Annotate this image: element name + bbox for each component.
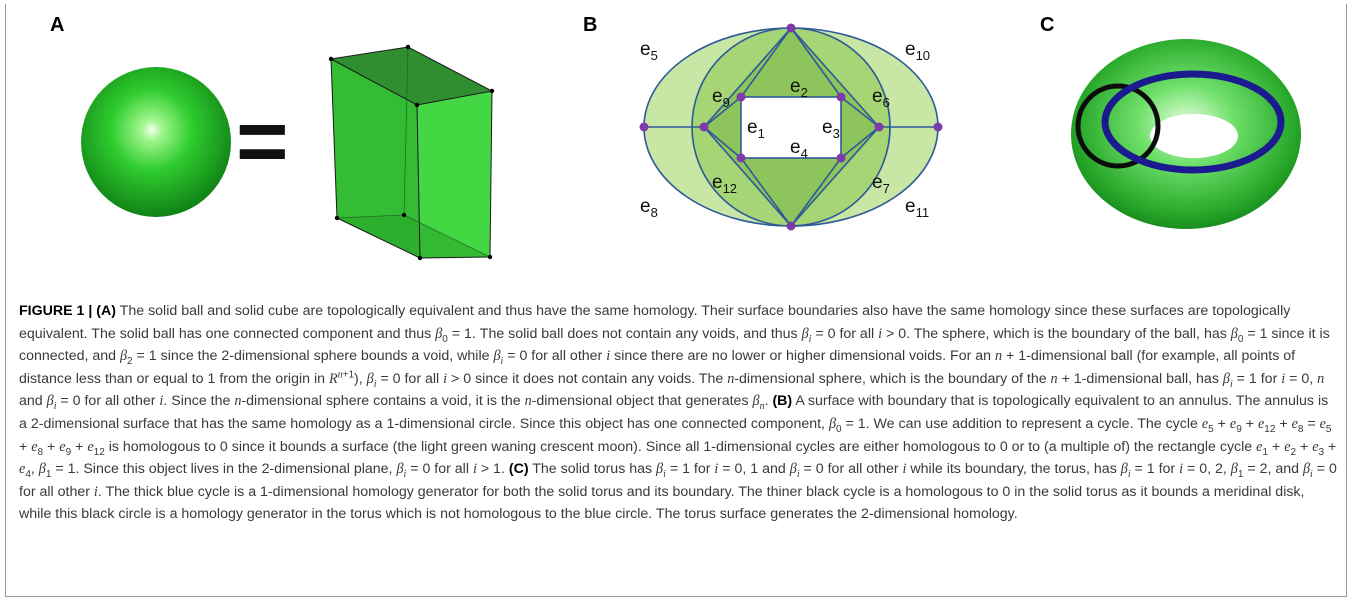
solid-cube <box>328 44 495 261</box>
panel-label-a: A <box>50 14 65 36</box>
generator-cycle <box>1101 70 1285 174</box>
panel-label-c: C <box>1040 14 1055 36</box>
caption-label: FIGURE 1 | <box>19 303 93 319</box>
equals-sign: = <box>236 92 289 192</box>
figure-frame <box>5 4 1347 597</box>
caption-part-b: (B) <box>772 393 793 410</box>
panel-a-figure: = <box>81 44 495 261</box>
torus-hole <box>1150 114 1238 158</box>
edge-label-e8: e8 <box>640 196 658 220</box>
panel-label-b: B <box>583 14 598 36</box>
caption-part-a: (A) <box>96 303 116 319</box>
caption-part-c: (C) <box>508 461 529 478</box>
meridian-circle <box>1075 83 1161 169</box>
edge-label-e5: e5 <box>640 39 658 63</box>
figure-caption: FIGURE 1 | (A) The solid ball and solid … <box>19 303 1337 523</box>
edge-label-e10: e10 <box>905 39 930 63</box>
solid-ball <box>81 67 231 217</box>
edge-label-e11: e11 <box>905 196 929 220</box>
panel-c-figure <box>1071 39 1301 229</box>
